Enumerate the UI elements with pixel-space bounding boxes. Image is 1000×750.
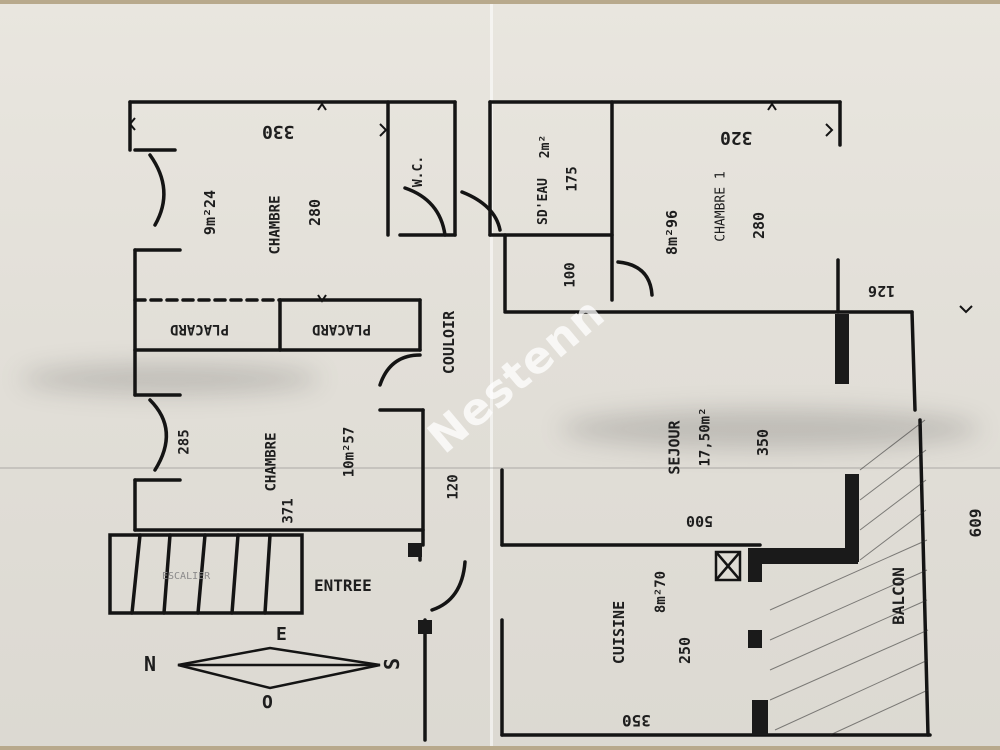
paper-fold-vertical xyxy=(490,4,493,746)
floor-plan-paper xyxy=(0,4,1000,746)
ink-smudge xyxy=(20,364,320,394)
chambre-top-width: 330 xyxy=(262,121,295,142)
cuisine-depth: 250 xyxy=(676,636,695,665)
chambre-mid-width: 371 xyxy=(280,498,297,524)
compass-n: N xyxy=(144,652,157,676)
sdeau-depth: 100 xyxy=(562,262,579,288)
sdeau-name: SD'EAU xyxy=(535,178,551,225)
sejour-width: 500 xyxy=(686,512,714,530)
entree-label: ENTREE xyxy=(314,576,372,595)
compass-diamond xyxy=(177,646,381,690)
ink-smudge xyxy=(560,409,980,449)
compass-s: S xyxy=(380,657,405,671)
chambre-mid-name: CHAMBRE xyxy=(263,432,280,492)
sejour-depth: 350 xyxy=(754,428,773,457)
placard-right-label: PLACARD xyxy=(312,321,372,337)
chambre-mid-area: 10m²57 xyxy=(341,426,358,478)
chambre1-name: CHAMBRE 1 xyxy=(713,171,729,242)
chambre1-offset: 126 xyxy=(868,282,896,300)
balcon-label: BALCON xyxy=(888,567,908,625)
escalier-label: ESCALIER xyxy=(162,571,211,582)
compass-e: E xyxy=(276,624,287,645)
cuisine-width: 350 xyxy=(622,711,651,730)
sdeau-dim: 175 xyxy=(564,166,581,192)
chambre1-width: 320 xyxy=(720,127,753,148)
balcon-length: 609 xyxy=(965,508,985,538)
chambre1-area: 8m²96 xyxy=(663,209,682,256)
couloir-width: 120 xyxy=(445,474,462,500)
wc-label: W.C. xyxy=(411,155,427,188)
placard-left-label: PLACARD xyxy=(170,321,230,337)
chambre-mid-depth: 285 xyxy=(176,429,193,455)
paper-fold-horizontal xyxy=(0,467,1000,469)
sdeau-area: 2m² xyxy=(538,134,554,159)
sejour-name: SEJOUR xyxy=(665,420,684,475)
chambre-top-area: 9m²24 xyxy=(201,189,220,236)
chambre-top-depth: 280 xyxy=(306,198,325,227)
compass-o: O xyxy=(262,692,273,713)
cuisine-name: CUISINE xyxy=(610,600,629,665)
chambre1-depth: 280 xyxy=(750,211,769,240)
couloir-label: COULOIR xyxy=(440,310,459,375)
cuisine-area: 8m²70 xyxy=(653,570,670,614)
sejour-area: 17,50m² xyxy=(697,407,714,467)
chambre-top-name: CHAMBRE xyxy=(267,195,284,255)
